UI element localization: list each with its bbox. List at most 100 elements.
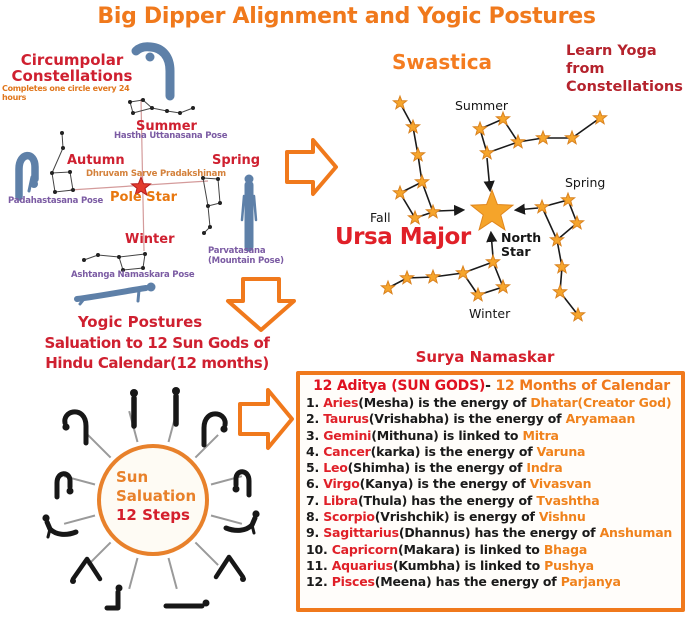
aditya-title-orange: 12 Months of Calendar [495, 378, 670, 394]
aditya-row: 9. Sagittarius(Dhannus) has the energy o… [306, 525, 677, 541]
pose-backbend-right [201, 411, 228, 448]
aditya-row: 6. Virgo(Kanya) is the energy of Vivasva… [306, 476, 677, 492]
winter-pose-label: Ashtanga Namaskara Pose [71, 270, 195, 280]
row-zodiac: Aquarius [331, 557, 393, 573]
learn-yoga-line3: Constellations [566, 79, 683, 95]
row-text: (Makara) is linked to [397, 541, 544, 557]
learn-yoga-line2: from [566, 61, 605, 77]
row-deity: Mitra [522, 427, 559, 443]
row-num: 4. [306, 443, 324, 459]
sun-circle [97, 444, 209, 556]
pose-downdog-right [213, 554, 246, 582]
circumpolar-subheading: Completes one circle every 24 hours [2, 84, 130, 102]
row-deity: Parjanya [560, 574, 621, 590]
row-num: 9. [306, 525, 324, 541]
spring-pose-line1: Parvatasana [208, 246, 266, 256]
flow-arrow-right-icon [285, 138, 338, 196]
learn-yoga-line1: Learn Yoga [566, 43, 657, 59]
hastha-uttanasana-figure [131, 42, 175, 101]
padahastasana-figure [15, 151, 39, 201]
aditya-row: 8. Scorpio(Vrishchik) is energy of Vishn… [306, 509, 677, 525]
ashtanga-namaskara-figure [74, 282, 156, 306]
autumn-pose-label: Padahastasana Pose [8, 196, 104, 206]
pose-standing-1 [130, 389, 138, 429]
row-zodiac: Cancer [323, 443, 371, 459]
sun-circle-text: Sun Saluation 12 Steps [116, 468, 196, 525]
row-deity: Anshuman [599, 525, 673, 541]
sun-circle-line2: Saluation [116, 487, 197, 505]
row-text: (Meena) has the energy of [374, 574, 561, 590]
row-num: 12. [306, 574, 332, 590]
aditya-row: 3. Gemini(Mithuna) is linked to Mitra [306, 428, 677, 444]
row-num: 11. [306, 557, 332, 573]
aditya-row: 10. Capricorn(Makara) is linked to Bhaga [306, 542, 677, 558]
autumn-label-left: Autumn [67, 153, 125, 168]
aditya-row: 4. Cancer(karka) is the energy of Varuna [306, 444, 677, 460]
row-num: 8. [306, 509, 324, 525]
pose-fold-right [232, 469, 252, 498]
ursa-major-label: Ursa Major [335, 224, 471, 250]
row-deity: Aryamaan [565, 411, 636, 427]
spring-label-sky: Spring [565, 175, 606, 190]
winter-dipper-small [82, 252, 147, 272]
pose-standing-2 [172, 387, 180, 427]
summer-label-left: Summer [136, 119, 197, 134]
pose-downdog-left [70, 556, 103, 584]
row-zodiac: Sagittarius [323, 525, 399, 541]
aditya-table: 12 Aditya (SUN GODS)- 12 Months of Calen… [296, 371, 685, 612]
summer-label-sky: Summer [455, 98, 509, 113]
row-text: (Mesha) is the energy of [358, 395, 531, 410]
surya-namaskar-heading: Surya Namaskar [415, 348, 555, 366]
page-title: Big Dipper Alignment and Yogic Postures [97, 4, 596, 29]
pose-kneeling [104, 584, 123, 611]
pose-fold-left [54, 471, 74, 500]
swastica-heading: Swastica [392, 50, 493, 74]
row-deity: Vishnu [538, 509, 586, 525]
fall-dipper [393, 96, 466, 224]
row-zodiac: Gemini [323, 427, 372, 443]
swastica-constellation [381, 96, 606, 321]
row-text: (Dhannus) has the energy of [398, 525, 600, 541]
spring-pose-line2: (Mountain Pose) [208, 256, 284, 266]
row-zodiac: Aries [323, 395, 359, 410]
row-text: (Mithuna) is linked to [371, 427, 523, 443]
north-star-label: North Star [501, 231, 541, 259]
row-deity: Tvashtha [536, 492, 600, 508]
north-star-line1: North [501, 230, 542, 245]
north-star-icon [471, 190, 513, 230]
row-deity: Indra [526, 460, 563, 476]
row-num: 7. [306, 492, 324, 508]
row-num: 6. [306, 476, 324, 492]
summer-dipper-small [128, 98, 195, 115]
pole-star-label: Pole Star [110, 190, 178, 205]
sun-salutation-wheel [42, 387, 260, 611]
aditya-row: 7. Libra(Thula) has the energy of Tvasht… [306, 493, 677, 509]
row-zodiac: Libra [323, 492, 359, 508]
row-deity: Dhatar(Creator God) [530, 395, 672, 410]
summer-dipper [473, 111, 606, 193]
row-zodiac: Scorpio [323, 509, 375, 525]
row-text: (Kumbha) is linked to [392, 557, 545, 573]
pose-backbend-left [62, 409, 89, 446]
spring-label-left: Spring [212, 153, 261, 168]
row-text: (Vrishabha) is the energy of [368, 411, 566, 427]
sun-rays [63, 410, 243, 590]
row-text: (Vrishchik) is energy of [374, 509, 539, 525]
aditya-row: 12. Pisces(Meena) has the energy of Parj… [306, 574, 677, 590]
row-num: 1. [306, 395, 324, 410]
flow-arrow-to-table-icon [238, 388, 294, 450]
row-text: (Shimha) is the energy of [347, 460, 527, 476]
aditya-row: 5. Leo(Shimha) is the energy of Indra [306, 460, 677, 476]
row-zodiac: Leo [323, 460, 348, 476]
flow-arrow-down-icon [226, 277, 296, 332]
row-text: (Kanya) is the energy of [359, 476, 530, 492]
sun-circle-line1: Sun [116, 468, 149, 486]
aditya-row: 2. Taurus(Vrishabha) is the energy of Ar… [306, 411, 677, 427]
spring-pose-label: Parvatasana (Mountain Pose) [208, 246, 284, 266]
parvatasana-figure [240, 174, 258, 252]
aditya-row: 1. Aries(Mesha) is the energy of Dhatar(… [306, 395, 677, 411]
row-zodiac: Virgo [323, 476, 360, 492]
winter-label-left: Winter [125, 232, 175, 247]
